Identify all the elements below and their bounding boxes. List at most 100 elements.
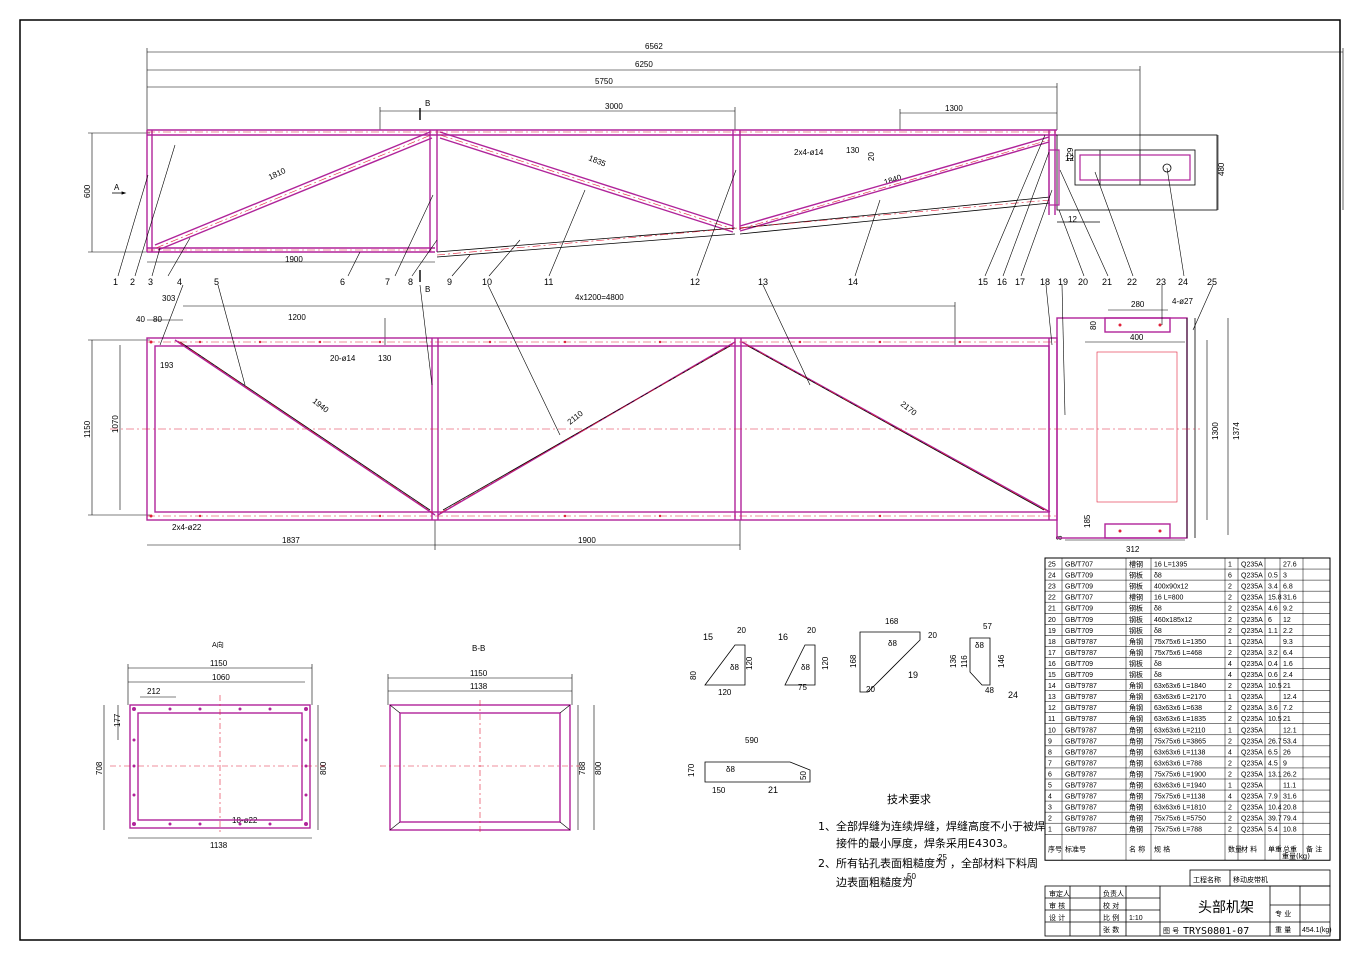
bom-cell: 6: [1228, 573, 1232, 580]
bom-cell: 1: [1228, 694, 1232, 701]
bom-cell: GB/T707: [1065, 562, 1093, 569]
bom-cell: 角钢: [1129, 692, 1143, 701]
svg-text:设 计: 设 计: [1049, 913, 1065, 922]
svg-text:16: 16: [997, 277, 1007, 287]
bom-cell: 1: [1228, 562, 1232, 569]
bom-cell: Q235A: [1241, 628, 1263, 635]
svg-text:4: 4: [177, 277, 182, 287]
bom-cell: GB/T709: [1065, 628, 1093, 635]
bom-cell: 3.4: [1268, 584, 1278, 591]
svg-text:23: 23: [1156, 277, 1166, 287]
arrow-a-label: A: [114, 183, 120, 192]
dim-400: 400: [1130, 333, 1144, 342]
svg-text:13: 13: [758, 277, 768, 287]
bom-cell: GB/T9787: [1065, 827, 1097, 834]
dim-1837: 1837: [282, 536, 300, 545]
bom-cell: 10.5: [1268, 716, 1282, 723]
svg-text:177: 177: [113, 713, 122, 727]
bom-cell: Q235A: [1241, 661, 1263, 668]
bom-cell: Q235A: [1241, 827, 1263, 834]
bom-cell: 63x63x6 L=1840: [1154, 683, 1206, 690]
bom-cell: Q235A: [1241, 760, 1263, 767]
bom-cell: δ8: [1154, 672, 1162, 679]
bom-cell: 钢板: [1129, 571, 1143, 580]
holes-20-14: 20-ø14: [330, 354, 356, 363]
bom-cell: 13: [1048, 694, 1056, 701]
svg-text:15: 15: [978, 277, 988, 287]
svg-text:重 量: 重 量: [1275, 926, 1291, 934]
svg-text:48: 48: [985, 686, 994, 695]
bom-cell: 角钢: [1129, 769, 1143, 778]
svg-text:专 业: 专 业: [1275, 909, 1291, 918]
bom-cell: 18: [1048, 639, 1056, 646]
svg-text:14: 14: [848, 277, 858, 287]
holes-4-27: 4-ø27: [1172, 297, 1193, 306]
bom-cell: Q235A: [1241, 771, 1263, 778]
drawing-title: 头部机架: [1198, 900, 1254, 916]
svg-text:审定人: 审定人: [1049, 889, 1070, 898]
bom-cell: GB/T709: [1065, 606, 1093, 613]
bom-cell: 31.6: [1283, 794, 1297, 801]
svg-text:24: 24: [1008, 690, 1018, 700]
dim-20: 20: [867, 152, 876, 161]
bom-cell: GB/T9787: [1065, 683, 1097, 690]
bom-cell: 7.2: [1283, 705, 1293, 712]
bom-cell: 63x63x6 L=788: [1154, 760, 1202, 767]
bom-cell: 1.1: [1268, 628, 1278, 635]
bom-cell: Q235A: [1241, 650, 1263, 657]
dim-12a: 12: [1065, 154, 1074, 163]
bom-cell: GB/T9787: [1065, 705, 1097, 712]
bom-cell: 63x63x6 L=1810: [1154, 805, 1206, 812]
bom-cell: Q235A: [1241, 573, 1263, 580]
svg-text:146: 146: [997, 654, 1006, 668]
bom-cell: 6.8: [1283, 584, 1293, 591]
dim-303: 303: [162, 294, 176, 303]
bom-cell: 3: [1283, 573, 1287, 580]
balloon-numbers: 1 2 3 4 6 7 8 9 10 11 12 14 15 16 17 20 …: [113, 277, 1217, 287]
bom-cell: 0.4: [1268, 661, 1278, 668]
bom-cell: 11.1: [1283, 783, 1296, 790]
svg-text:20: 20: [737, 626, 746, 635]
bom-cell: 22: [1048, 595, 1056, 602]
svg-text:张 数: 张 数: [1103, 925, 1119, 934]
bom-cell: 角钢: [1129, 758, 1143, 767]
bom-cell: 2: [1228, 628, 1232, 635]
bom-cell: 角钢: [1129, 792, 1143, 801]
svg-text:11: 11: [544, 277, 553, 287]
bom-cell: 16 L=1395: [1154, 562, 1187, 569]
svg-text:3: 3: [148, 277, 153, 287]
bom-cell: 角钢: [1129, 648, 1143, 657]
bom-cell: 6.4: [1283, 650, 1293, 657]
bom-cell: 63x63x6 L=1138: [1154, 749, 1206, 756]
bom-cell: GB/T9787: [1065, 816, 1097, 823]
technical-notes: 技术要求 1、全部焊缝为连续焊缝，焊缝高度不小于被焊 接件的最小厚度，焊条采用E…: [818, 793, 1045, 889]
bom-cell: 4: [1228, 749, 1232, 756]
bom-cell: 5.4: [1268, 827, 1278, 834]
bom-cell: 27.6: [1283, 562, 1297, 569]
bom-cell: 5: [1048, 783, 1052, 790]
bom-cell: 6: [1048, 771, 1052, 778]
bom-cell: 10.5: [1268, 683, 1282, 690]
bom-cell: 7: [1048, 760, 1052, 767]
bom-cell: 460x185x12: [1154, 617, 1192, 624]
bom-cell: 17: [1048, 650, 1056, 657]
dim-6562: 6562: [645, 42, 663, 51]
elevation-view: 6562 6250 5750 3000 1300 1900 600 480 12…: [83, 42, 1344, 294]
svg-text:1150: 1150: [210, 659, 228, 668]
bom-cell: 14: [1048, 683, 1056, 690]
holes-2x4-14: 2x4-ø14: [794, 148, 824, 157]
bom-cell: 9.2: [1283, 606, 1293, 613]
bom-cell: 6: [1268, 617, 1272, 624]
bom-cell: 7.9: [1268, 794, 1278, 801]
bom-cell: 槽钢: [1129, 593, 1143, 602]
